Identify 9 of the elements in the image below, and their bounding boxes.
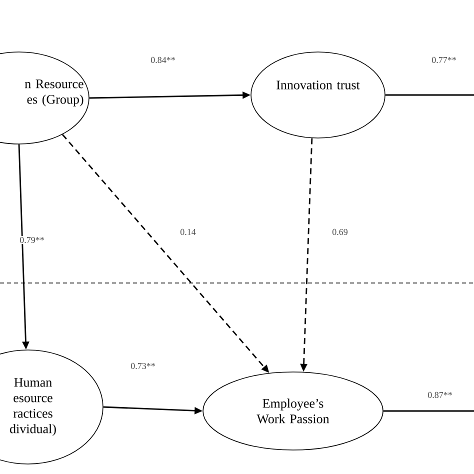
ellipse-node: Innovation trust <box>250 52 386 138</box>
edge-label: 0.14 <box>179 228 197 236</box>
edge-label: 0.79** <box>18 236 46 244</box>
edge-label: 0.77** <box>430 56 458 64</box>
ellipse-node: Employee’s Work Passion <box>202 372 384 450</box>
edge-label: 0.73** <box>130 362 156 370</box>
edge-label: 0.84** <box>150 56 176 64</box>
edge-label: 0.87** <box>426 390 454 400</box>
edge-label: 0.69 <box>331 228 349 236</box>
